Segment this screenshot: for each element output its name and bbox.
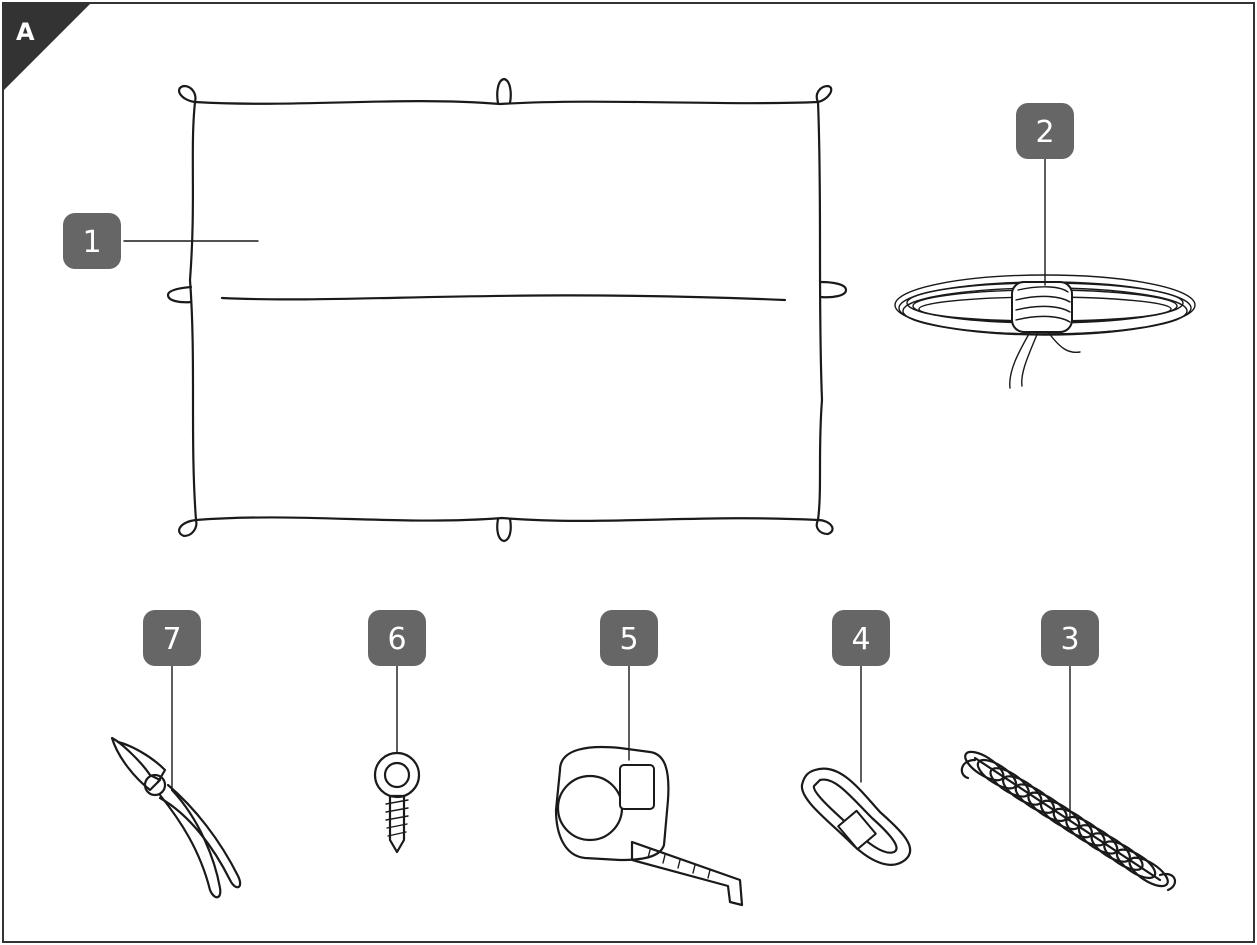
carabiner-gate (837, 809, 877, 851)
screw-thread (385, 815, 409, 821)
badge-number: 1 (82, 225, 101, 260)
rope-wrap-turn (1017, 286, 1069, 293)
spring-coil (964, 750, 1005, 782)
badge-box (1016, 103, 1074, 159)
part-eye-screw (373, 665, 421, 854)
tape-tick (692, 864, 696, 874)
tape-tick (647, 849, 651, 859)
sail-loop (496, 77, 512, 105)
rope-wrap-turn (1015, 305, 1071, 313)
part-carabiner (800, 665, 912, 866)
part-shade-sail (123, 77, 848, 543)
badge-tape-measure: 5 (600, 610, 658, 666)
badge-tension-spring: 3 (1041, 610, 1099, 666)
pliers-pivot (143, 773, 167, 797)
badge-number: 7 (162, 622, 181, 657)
sail-loop (819, 280, 848, 299)
pliers-handle (158, 783, 242, 889)
spring-coil (989, 767, 1030, 798)
corner-label: A (16, 18, 35, 46)
badge-box (832, 610, 890, 666)
part-rope-coil (894, 157, 1196, 389)
badge-carabiner: 4 (832, 610, 890, 666)
spring-hook (960, 758, 977, 780)
badge-number: 3 (1060, 622, 1079, 657)
rope-wrap-turn (1015, 295, 1071, 303)
rope-end (1021, 331, 1039, 387)
sail-loop (166, 285, 193, 304)
sail-loop (178, 84, 197, 104)
badge-box (1041, 610, 1099, 666)
badge-shade-sail: 1 (63, 213, 121, 269)
badge-box (63, 213, 121, 269)
spring-coil (976, 758, 1018, 790)
sail-loop (815, 84, 833, 104)
badge-pliers: 7 (143, 610, 201, 666)
sail-seam (220, 294, 787, 302)
eye-hole (383, 761, 411, 789)
badge-number: 4 (851, 622, 870, 657)
tape-case (554, 745, 670, 862)
carabiner-body (800, 767, 912, 866)
part-tape-measure (554, 665, 744, 907)
screw-thread (385, 807, 409, 813)
screw-shank (388, 794, 406, 854)
badge-rope-coil: 2 (1016, 103, 1074, 159)
screw-thread (385, 799, 409, 805)
tape-blade (630, 840, 744, 907)
tape-tick (662, 854, 666, 864)
corner-tag: A (4, 4, 90, 90)
screw-thread (387, 831, 407, 837)
spring-core (973, 756, 1162, 882)
badge-box (600, 610, 658, 666)
screw-thread (386, 823, 408, 829)
badge-number: 5 (619, 622, 638, 657)
sail-loop (496, 517, 512, 543)
tape-lock (619, 764, 655, 810)
sail-loop (815, 518, 834, 536)
tape-tick (677, 859, 681, 869)
badge-box (143, 610, 201, 666)
carabiner-inner (812, 778, 898, 854)
part-tension-spring (960, 665, 1177, 892)
corner-triangle (4, 4, 90, 90)
badge-eye-screw: 6 (368, 610, 426, 666)
badge-number: 6 (387, 622, 406, 657)
part-pliers (110, 665, 242, 899)
badge-box (368, 610, 426, 666)
pliers-jaw (116, 740, 167, 784)
pliers-jaw (110, 736, 162, 792)
tape-tick (707, 869, 711, 879)
sail-loop (178, 518, 198, 538)
badge-number: 2 (1035, 115, 1054, 150)
rope-end (1009, 331, 1031, 389)
rope-wrap-turn (1015, 315, 1071, 323)
rope-end (1047, 331, 1081, 354)
